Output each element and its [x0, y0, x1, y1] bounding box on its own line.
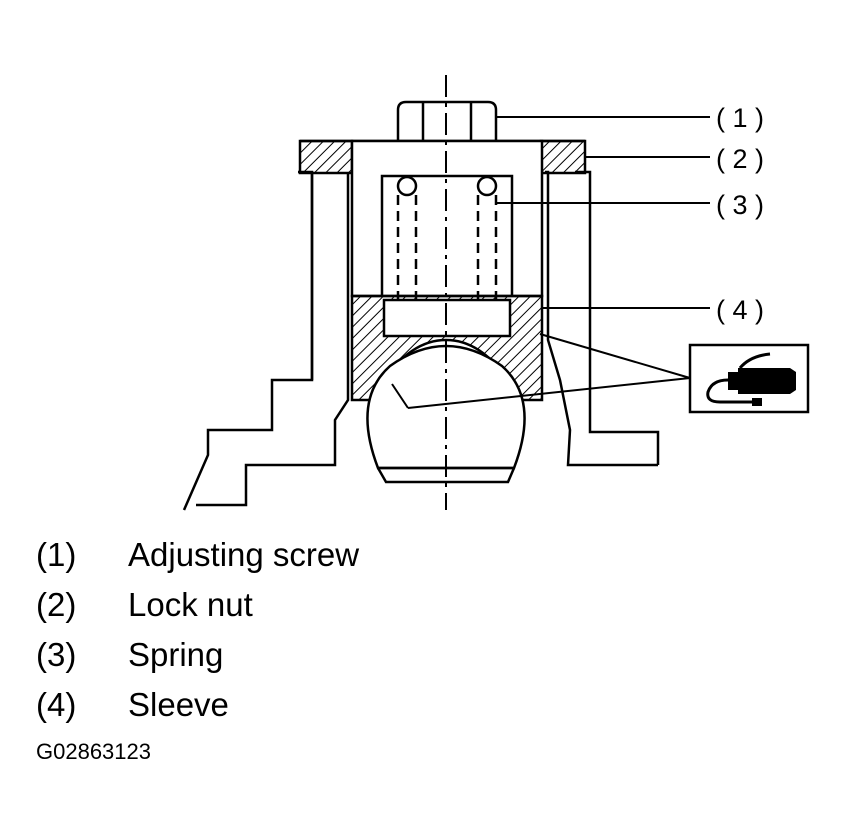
- valve-adjuster-diagram: ( 1 ) ( 2 ) ( 3 ) ( 4 ): [182, 75, 810, 511]
- legend-number: (3): [36, 636, 77, 673]
- legend-text: Sleeve: [128, 686, 229, 723]
- callout-label-1: ( 1 ): [716, 103, 764, 133]
- callout-label-3: ( 3 ): [716, 190, 764, 220]
- grease-tube-icon: [688, 343, 810, 414]
- legend: (1) Adjusting screw (2) Lock nut (3) Spr…: [36, 530, 359, 730]
- callout-label-4: ( 4 ): [716, 295, 764, 325]
- figure-id: G02863123: [36, 739, 151, 764]
- legend-number: (1): [36, 536, 77, 573]
- legend-item: (1) Adjusting screw: [36, 530, 359, 580]
- legend-text: Adjusting screw: [128, 536, 360, 573]
- legend-item: (2) Lock nut: [36, 580, 359, 630]
- legend-number: (4): [36, 686, 77, 723]
- legend-number: (2): [36, 586, 77, 623]
- legend-text: Spring: [128, 636, 224, 673]
- legend-text: Lock nut: [128, 586, 253, 623]
- callout-label-2: ( 2 ): [716, 144, 764, 174]
- legend-item: (3) Spring: [36, 630, 359, 680]
- leader-lines: [391, 116, 710, 409]
- legend-item: (4) Sleeve: [36, 680, 359, 730]
